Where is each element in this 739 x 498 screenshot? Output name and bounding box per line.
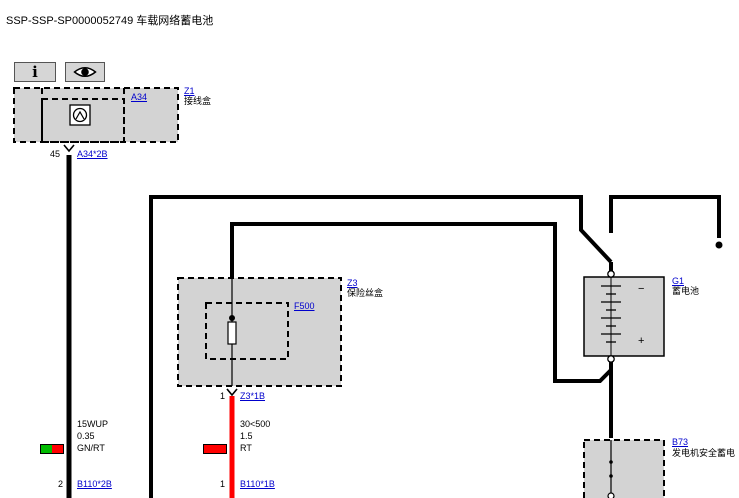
b73-terminal <box>607 492 615 498</box>
wire1-color: GN/RT <box>77 443 105 453</box>
z3-name: 保险丝盒 <box>347 288 384 298</box>
z3-link[interactable]: Z3 <box>347 278 358 288</box>
wire-main-black[interactable] <box>149 195 721 498</box>
info-button[interactable]: i <box>14 62 56 82</box>
wire2-color-swatch <box>203 444 227 454</box>
connector-z3-1b-link[interactable]: Z3*1B <box>240 391 266 401</box>
page-title: SSP-SSP-SP0000052749 车载网络蓄电池 <box>6 15 214 27</box>
connector-z3-1b <box>226 388 238 397</box>
g1-battery[interactable] <box>583 276 665 357</box>
z1-junction-box[interactable] <box>13 87 179 143</box>
f500-fuse[interactable] <box>227 278 237 386</box>
wire2-color: RT <box>240 443 252 453</box>
z1-name: 接线盒 <box>184 96 212 106</box>
a34-link[interactable]: A34 <box>131 92 148 102</box>
wire1-size: 0.35 <box>77 431 95 441</box>
g1-name: 蓄电池 <box>672 286 700 296</box>
pin-2: 2 <box>58 479 64 489</box>
b73-link[interactable]: B73 <box>672 437 689 447</box>
terminal-dot <box>715 241 723 249</box>
b73-name: 发电机安全蓄电 <box>672 448 736 458</box>
wire1-signal: 15WUP <box>77 419 109 429</box>
info-icon: i <box>32 63 38 81</box>
eye-icon <box>73 66 97 78</box>
pin-1-top: 1 <box>220 391 226 401</box>
battery-terminal-bottom <box>607 355 615 363</box>
z1-link[interactable]: Z1 <box>184 86 195 96</box>
battery-plus-sign: + <box>638 335 645 347</box>
g1-link[interactable]: G1 <box>672 276 685 286</box>
battery-terminal-top <box>607 270 615 278</box>
connector-b110-2b-link[interactable]: B110*2B <box>77 479 112 489</box>
f500-link[interactable]: F500 <box>294 301 315 311</box>
pin-1-bottom: 1 <box>220 479 226 489</box>
wire2-signal: 30<500 <box>240 419 271 429</box>
wire1-color-swatch <box>40 444 64 454</box>
wire2-size: 1.5 <box>240 431 253 441</box>
pin-45: 45 <box>50 149 61 159</box>
b73-safety-terminal[interactable] <box>583 439 665 498</box>
connector-b110-1b-link[interactable]: B110*1B <box>240 479 275 489</box>
z3-fuse-box[interactable] <box>177 277 342 387</box>
z1-module-icon <box>69 104 91 126</box>
connector-a34-2b <box>63 144 75 153</box>
view-button[interactable] <box>65 62 105 82</box>
battery-minus-sign: − <box>638 283 645 295</box>
connector-a34-2b-link[interactable]: A34*2B <box>77 149 108 159</box>
